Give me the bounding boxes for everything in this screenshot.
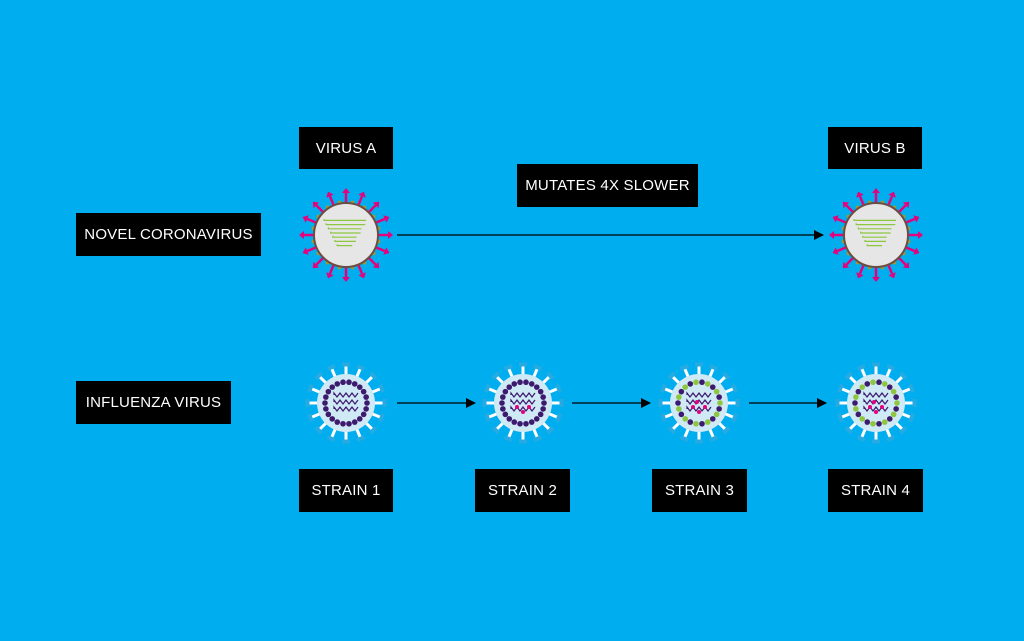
influenza-icon-strain-2 [482,362,564,444]
row-label-coronavirus: NOVEL CORONAVIRUS [76,213,261,256]
coronavirus-icon-virus-b [829,188,923,282]
strain-1-label: STRAIN 1 [299,469,393,512]
strain-4-label: STRAIN 4 [828,469,923,512]
strain-2-label: STRAIN 2 [475,469,570,512]
influenza-icon-strain-3 [658,362,740,444]
virus-a-label: VIRUS A [299,127,393,169]
influenza-icon-strain-4 [835,362,917,444]
strain-3-label: STRAIN 3 [652,469,747,512]
virus-b-label: VIRUS B [828,127,922,169]
row-label-influenza: INFLUENZA VIRUS [76,381,231,424]
influenza-icon-strain-1 [305,362,387,444]
coronavirus-icon-virus-a [299,188,393,282]
mutation-rate-label: MUTATES 4X SLOWER [517,164,698,207]
